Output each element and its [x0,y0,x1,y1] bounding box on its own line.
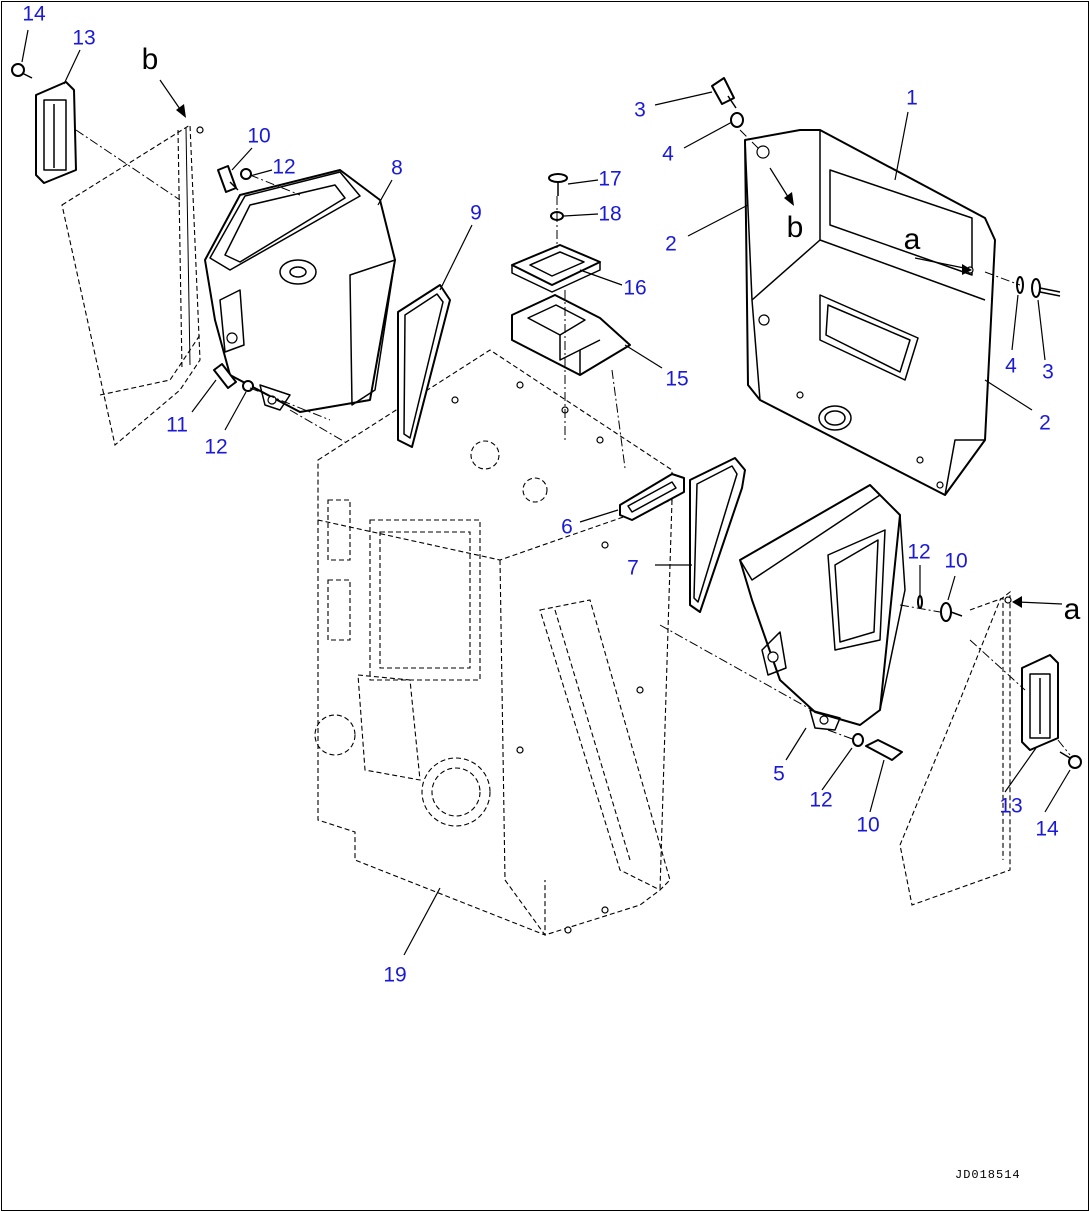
washer-4-upper [730,112,744,128]
callout-1: 1 [906,86,918,110]
bolt-10-left [217,165,239,193]
bolt-3-right [1031,278,1061,298]
assembly-center-lines [75,129,1071,756]
callout-19: 19 [383,963,407,987]
callout-13-upper-left: 13 [72,26,96,50]
callout-11: 11 [166,413,188,437]
leader-lines [21,29,1071,956]
callout-13-right: 13 [999,794,1023,818]
callout-15: 15 [665,367,689,391]
seal-7 [689,457,746,613]
callout-6: 6 [561,515,573,539]
bolt-3-upper [711,77,737,109]
callout-3-upper: 3 [634,98,646,122]
drawing-code: JD018514 [955,1168,1021,1182]
callout-10-left: 10 [247,124,271,148]
bolt-11 [213,363,237,389]
bolt-10-right-upper [940,602,963,622]
screw-14-right [1059,751,1082,769]
callout-18: 18 [598,202,622,226]
callout-12-left-upper: 12 [272,155,296,179]
washer-12-right-lower [852,733,864,747]
callout-4-upper: 4 [662,142,674,166]
washer-12-left-lower [242,380,254,392]
callout-12-left-lower: 12 [204,435,228,459]
view-label-b-right: b [786,211,804,244]
bolt-10-right-lower [865,739,903,761]
screw-14-left [11,63,33,79]
callout-2-lower: 2 [1039,411,1051,435]
duct-cover-5 [739,484,906,731]
latch-13-left [35,81,77,184]
callout-16: 16 [623,276,647,300]
duct-cover-8 [204,169,396,413]
latch-13-right [1021,654,1059,751]
callout-4-right: 4 [1005,354,1017,378]
washer-12-left-upper [240,168,252,180]
callout-5: 5 [773,762,785,786]
callout-7: 7 [627,556,639,580]
callout-14-upper-left: 14 [22,2,46,26]
view-arrows [159,79,1063,608]
callout-17: 17 [598,167,622,191]
seal-9 [397,284,451,448]
view-label-a-right: a [1063,593,1081,626]
right-side-panel-ghost [899,590,1012,906]
callout-10-right-lower: 10 [856,813,880,837]
callout-8: 8 [391,156,403,180]
left-side-panel-ghost [61,124,204,447]
cab-frame-19 [314,349,673,936]
callout-12-right-lower: 12 [809,788,833,812]
callout-9: 9 [470,201,482,225]
callout-14-right: 14 [1035,817,1059,841]
grille-6 [619,473,685,521]
air-box-15 [511,294,631,376]
view-label-a-upper: a [903,223,921,256]
callout-3-right: 3 [1042,360,1054,384]
washer-12-right-upper [917,595,923,609]
duct-panel-1 [744,129,996,496]
callout-2-upper: 2 [665,232,677,256]
view-label-b-left: b [141,43,159,76]
callout-12-right-upper: 12 [907,540,931,564]
callout-10-right-upper: 10 [944,549,968,573]
filter-16 [511,244,601,293]
screw-17 [548,173,568,196]
